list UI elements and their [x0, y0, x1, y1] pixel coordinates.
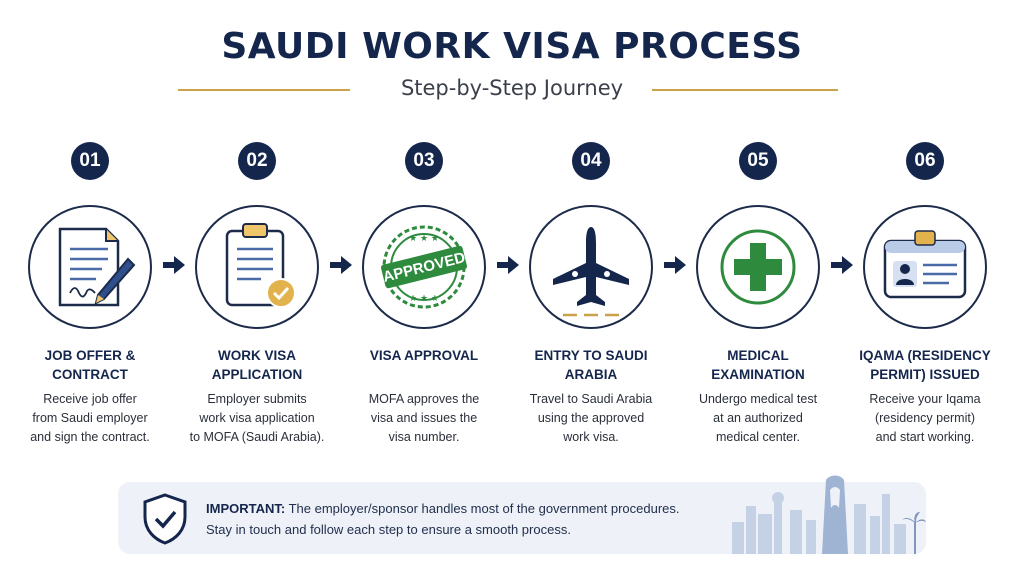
- subtitle-row: Step-by-Step Journey: [0, 76, 1024, 106]
- notice-label: IMPORTANT:: [206, 501, 286, 516]
- step-description: Receive your Iqama(residency permit)and …: [869, 392, 981, 444]
- arrow-right-icon: [497, 256, 519, 274]
- step-number: 05: [739, 142, 777, 180]
- notice-text: IMPORTANT: The employer/sponsor handles …: [206, 498, 766, 540]
- approved-stamp-icon: APPROVED ★ ★ ★ ★ ★ ★: [380, 225, 467, 309]
- airplane-icon: [553, 227, 629, 317]
- id-card-icon: [883, 230, 967, 299]
- svg-text:★ ★ ★: ★ ★ ★: [409, 234, 439, 244]
- important-notice: IMPORTANT: The employer/sponsor handles …: [118, 475, 926, 554]
- svg-text:★ ★ ★: ★ ★ ★: [409, 294, 439, 304]
- step-number: 06: [906, 142, 944, 180]
- medical-cross-icon: [720, 229, 796, 305]
- clipboard-check-icon: [225, 223, 296, 308]
- arrow-right-icon: [664, 256, 686, 274]
- step-title: VISA APPROVAL: [369, 348, 479, 363]
- page-subtitle: Step-by-Step Journey: [400, 76, 624, 100]
- step-number: 03: [405, 142, 443, 180]
- document-pen-icon: [58, 227, 136, 307]
- step-number: 04: [572, 142, 610, 180]
- arrow-right-icon: [330, 256, 352, 274]
- step-icon-circle: [195, 205, 319, 329]
- step-icon-circle: [28, 205, 152, 329]
- page-title: SAUDI WORK VISA PROCESS: [221, 26, 803, 67]
- arrow-right-icon: [163, 256, 185, 274]
- step-title: JOB OFFER &CONTRACT: [44, 348, 136, 382]
- step-icon-circle: [529, 205, 653, 329]
- step-number: 02: [238, 142, 276, 180]
- notice-line-1: The employer/sponsor handles most of the…: [285, 501, 680, 516]
- subtitle-rule-left: [178, 89, 350, 91]
- step-number: 01: [71, 142, 109, 180]
- notice-line-2: Stay in touch and follow each step to en…: [206, 522, 571, 537]
- subtitle-rule-right: [652, 89, 838, 91]
- step-icon-circle: [863, 205, 987, 329]
- step-icon-circle: [696, 205, 820, 329]
- shield-check-icon: [143, 493, 187, 545]
- riyadh-skyline-icon: [732, 475, 926, 554]
- step-icon-circle: APPROVED ★ ★ ★ ★ ★ ★: [362, 205, 486, 329]
- arrow-right-icon: [831, 256, 853, 274]
